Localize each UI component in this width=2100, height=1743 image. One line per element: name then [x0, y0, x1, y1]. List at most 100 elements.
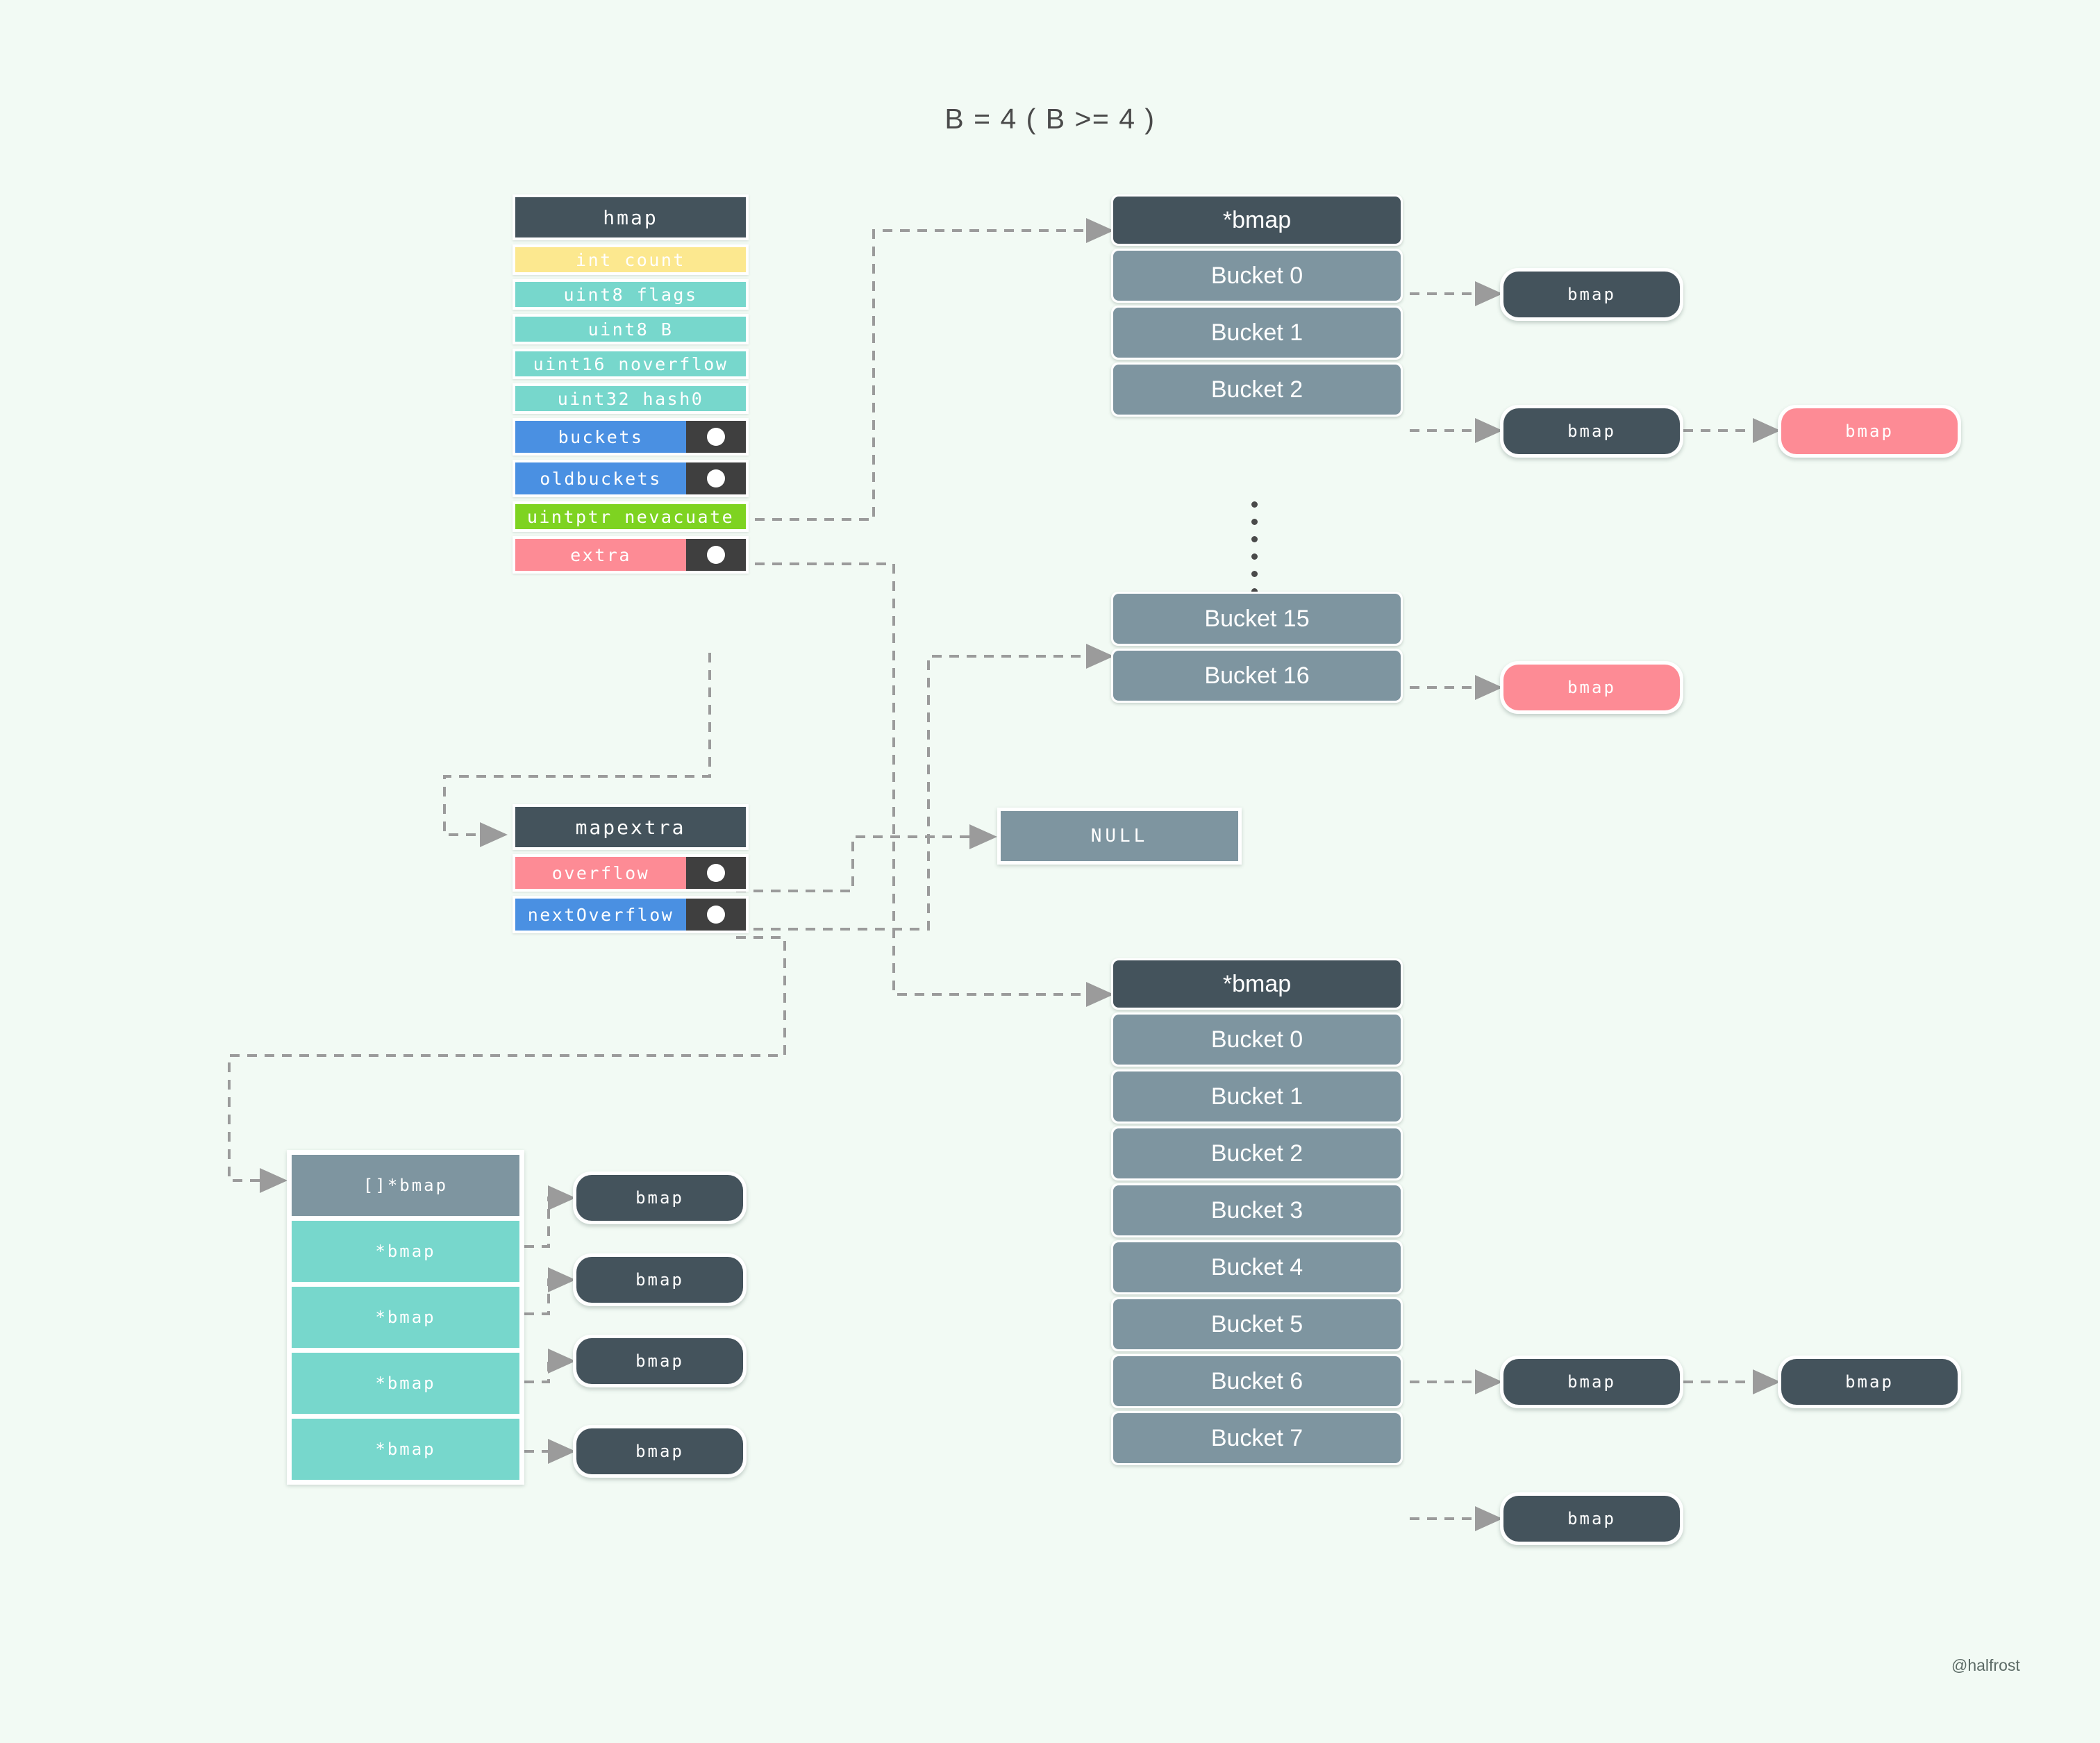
watermark-label: @halfrost: [1951, 1656, 2020, 1674]
mapextra-field-nextoverflow-label: nextOverflow: [515, 899, 686, 931]
pointer-dot-icon: [707, 546, 725, 564]
ellipsis-dot-icon: [1251, 571, 1258, 577]
null-node-label: NULL: [1001, 811, 1238, 861]
bucket-row-1[interactable]: Bucket 1: [1111, 306, 1403, 360]
old-bucket-row-5-label: Bucket 5: [1113, 1299, 1401, 1349]
mapextra-overflow-pointer-cell[interactable]: [686, 857, 746, 889]
old-bucket-row-4[interactable]: Bucket 4: [1111, 1240, 1403, 1294]
mapextra-struct: mapextra overflow nextOverflow: [512, 804, 749, 937]
bucket-row-0-label: Bucket 0: [1113, 251, 1401, 301]
hmap-field-count-label: int count: [515, 247, 746, 272]
vertical-ellipsis-icon: [1251, 501, 1258, 606]
overflow-bmap-bucket2-b[interactable]: bmap: [1778, 405, 1961, 458]
wire-overflow-to-null: [736, 824, 997, 892]
overflow-bmap-oldbucket7-label: bmap: [1503, 1496, 1680, 1542]
hmap-row-nevacuate[interactable]: uintptr nevacuate: [512, 501, 749, 532]
overflow-array-header: []*bmap: [292, 1155, 519, 1216]
old-bucket-row-0-label: Bucket 0: [1113, 1015, 1401, 1065]
old-bucket-row-2-label: Bucket 2: [1113, 1128, 1401, 1178]
overflow-bmap-oldbucket7[interactable]: bmap: [1500, 1492, 1683, 1545]
hmap-extra-pointer-cell[interactable]: [686, 539, 746, 571]
overflow-bmap-oldbucket5-b[interactable]: bmap: [1778, 1356, 1961, 1408]
old-bucket-row-5[interactable]: Bucket 5: [1111, 1297, 1403, 1351]
hmap-oldbuckets-pointer-cell[interactable]: [686, 462, 746, 494]
old-bucket-row-1-label: Bucket 1: [1113, 1071, 1401, 1121]
hmap-row-flags[interactable]: uint8 flags: [512, 279, 749, 310]
mapextra-row-overflow[interactable]: overflow: [512, 854, 749, 892]
ellipsis-dot-icon: [1251, 536, 1258, 542]
hmap-row-count[interactable]: int count: [512, 244, 749, 275]
ellipsis-dot-icon: [1251, 553, 1258, 560]
old-bucket-row-0[interactable]: Bucket 0: [1111, 1012, 1403, 1067]
bucket-row-0[interactable]: Bucket 0: [1111, 249, 1403, 303]
bucket-row-2-label: Bucket 2: [1113, 365, 1401, 415]
overflow-bmap-bucket0-label: bmap: [1503, 272, 1680, 317]
hmap-struct: hmap int count uint8 flags uint8 B uint1…: [512, 194, 749, 578]
overflow-bmap-bucket16[interactable]: bmap: [1500, 661, 1683, 714]
ellipsis-dot-icon: [1251, 519, 1258, 525]
bucket-row-1-label: Bucket 1: [1113, 308, 1401, 358]
overflow-array-target-1-label: bmap: [576, 1257, 743, 1303]
hmap-row-buckets[interactable]: buckets: [512, 418, 749, 456]
overflow-bmap-bucket0[interactable]: bmap: [1500, 268, 1683, 321]
mapextra-header-row: mapextra: [512, 804, 749, 850]
hmap-field-hash0-label: uint32 hash0: [515, 386, 746, 411]
pointer-dot-icon: [707, 469, 725, 487]
old-bucket-row-2[interactable]: Bucket 2: [1111, 1126, 1403, 1181]
overflow-array-target-0-label: bmap: [576, 1175, 743, 1221]
overflow-bmap-oldbucket5-a[interactable]: bmap: [1500, 1356, 1683, 1408]
hmap-field-b-label: uint8 B: [515, 317, 746, 342]
overflow-array-slot-3[interactable]: *bmap: [292, 1419, 519, 1480]
old-bucket-row-7[interactable]: Bucket 7: [1111, 1411, 1403, 1465]
oldbuckets-table: *bmap Bucket 0 Bucket 1 Bucket 2 Bucket …: [1111, 958, 1403, 1468]
bucket-row-15-label: Bucket 15: [1113, 594, 1401, 644]
old-bucket-row-1[interactable]: Bucket 1: [1111, 1069, 1403, 1124]
old-bucket-row-7-label: Bucket 7: [1113, 1413, 1401, 1463]
hmap-field-noverflow-label: uint16 noverflow: [515, 351, 746, 376]
hmap-row-hash0[interactable]: uint32 hash0: [512, 383, 749, 414]
overflow-bmap-bucket2-a-label: bmap: [1503, 408, 1680, 454]
wire-slot1-to-bmap: [524, 1267, 576, 1315]
mapextra-nextoverflow-pointer-cell[interactable]: [686, 899, 746, 931]
old-bucket-row-3[interactable]: Bucket 3: [1111, 1183, 1403, 1237]
bucket-row-16[interactable]: Bucket 16: [1111, 649, 1403, 703]
wire-buckets-to-bmap: [720, 218, 1114, 521]
pointer-dot-icon: [707, 906, 725, 924]
overflow-array-target-2[interactable]: bmap: [573, 1335, 747, 1387]
bucket-row-16-label: Bucket 16: [1113, 651, 1401, 701]
overflow-array-target-0[interactable]: bmap: [573, 1171, 747, 1224]
overflow-array-slot-2[interactable]: *bmap: [292, 1353, 519, 1414]
hmap-row-extra[interactable]: extra: [512, 536, 749, 574]
hmap-row-noverflow[interactable]: uint16 noverflow: [512, 349, 749, 379]
overflow-bmap-bucket2-a[interactable]: bmap: [1500, 405, 1683, 458]
overflow-bmap-bucket16-label: bmap: [1503, 665, 1680, 710]
ellipsis-dot-icon: [1251, 501, 1258, 508]
overflow-array-slot-1[interactable]: *bmap: [292, 1287, 519, 1348]
oldbuckets-table-header-label: *bmap: [1113, 960, 1401, 1008]
buckets-table: *bmap Bucket 0 Bucket 1 Bucket 2: [1111, 194, 1403, 419]
wire-nextoverflow-to-array: [228, 936, 786, 1193]
hmap-header-label: hmap: [515, 197, 746, 237]
hmap-field-nevacuate-label: uintptr nevacuate: [515, 504, 746, 529]
overflow-bmap-oldbucket5-b-label: bmap: [1781, 1359, 1958, 1405]
hmap-field-flags-label: uint8 flags: [515, 282, 746, 307]
old-bucket-row-4-label: Bucket 4: [1113, 1242, 1401, 1292]
hmap-header-row: hmap: [512, 194, 749, 240]
hmap-field-oldbuckets-label: oldbuckets: [515, 462, 686, 494]
hmap-row-b[interactable]: uint8 B: [512, 314, 749, 344]
overflow-array-target-3[interactable]: bmap: [573, 1425, 747, 1478]
overflow-array-slot-0[interactable]: *bmap: [292, 1221, 519, 1282]
overflow-array-target-1[interactable]: bmap: [573, 1253, 747, 1306]
hmap-buckets-pointer-cell[interactable]: [686, 421, 746, 453]
buckets-table-tail: Bucket 15 Bucket 16: [1111, 592, 1403, 706]
old-bucket-row-6[interactable]: Bucket 6: [1111, 1354, 1403, 1408]
mapextra-row-nextoverflow[interactable]: nextOverflow: [512, 896, 749, 933]
bucket-row-15[interactable]: Bucket 15: [1111, 592, 1403, 646]
hmap-row-oldbuckets[interactable]: oldbuckets: [512, 460, 749, 497]
diagram-title: B = 4 ( B >= 4 ): [944, 103, 1156, 135]
mapextra-field-overflow-label: overflow: [515, 857, 686, 889]
bucket-row-2[interactable]: Bucket 2: [1111, 362, 1403, 417]
hmap-field-extra-label: extra: [515, 539, 686, 571]
old-bucket-row-6-label: Bucket 6: [1113, 1356, 1401, 1406]
